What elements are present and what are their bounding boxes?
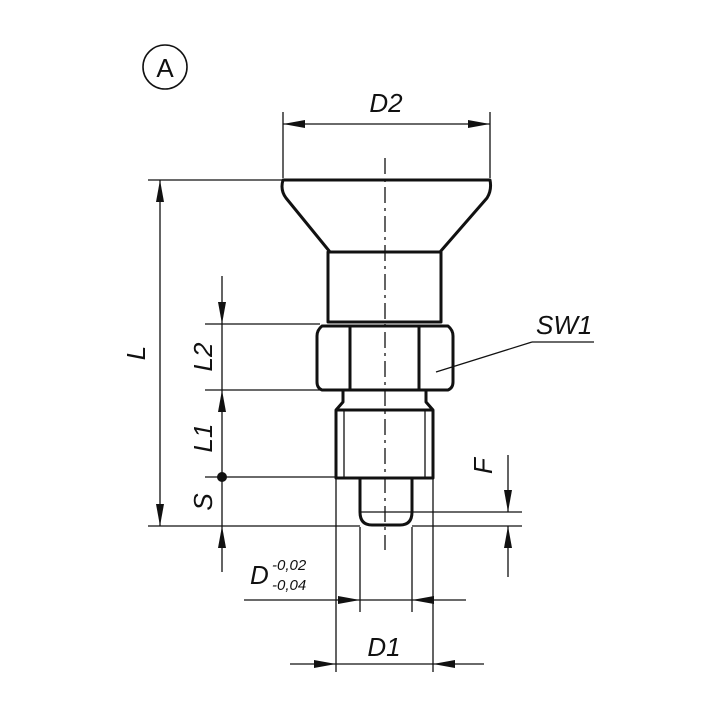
extension-lines: [148, 112, 522, 672]
label-d1: D1: [367, 632, 400, 662]
dimension-l: L: [121, 180, 164, 526]
view-marker-letter: A: [156, 53, 174, 83]
label-l: L: [121, 346, 151, 360]
label-sw1: SW1: [536, 310, 592, 340]
label-d2: D2: [369, 88, 403, 118]
label-d: D: [250, 560, 269, 590]
dimension-d: D -0,02 -0,04: [244, 557, 466, 604]
label-d-tol-upper: -0,02: [272, 557, 307, 574]
part-outline: [280, 178, 493, 527]
dimension-chain-left: L2 L1 S: [188, 276, 227, 572]
leader-sw1: SW1: [435, 310, 594, 373]
plunger-pin: [358, 478, 414, 527]
dimension-d1: D1: [290, 632, 484, 668]
dimension-f: F: [468, 455, 512, 577]
hex-nut: [315, 324, 455, 392]
label-d-tol-lower: -0,04: [272, 577, 306, 594]
knob-head: [280, 178, 493, 254]
dimension-d2: D2: [283, 88, 490, 128]
label-f: F: [468, 456, 498, 474]
view-marker: A: [142, 44, 188, 90]
label-l1: L1: [188, 424, 218, 453]
label-s: S: [188, 493, 218, 511]
label-l2: L2: [188, 342, 218, 371]
